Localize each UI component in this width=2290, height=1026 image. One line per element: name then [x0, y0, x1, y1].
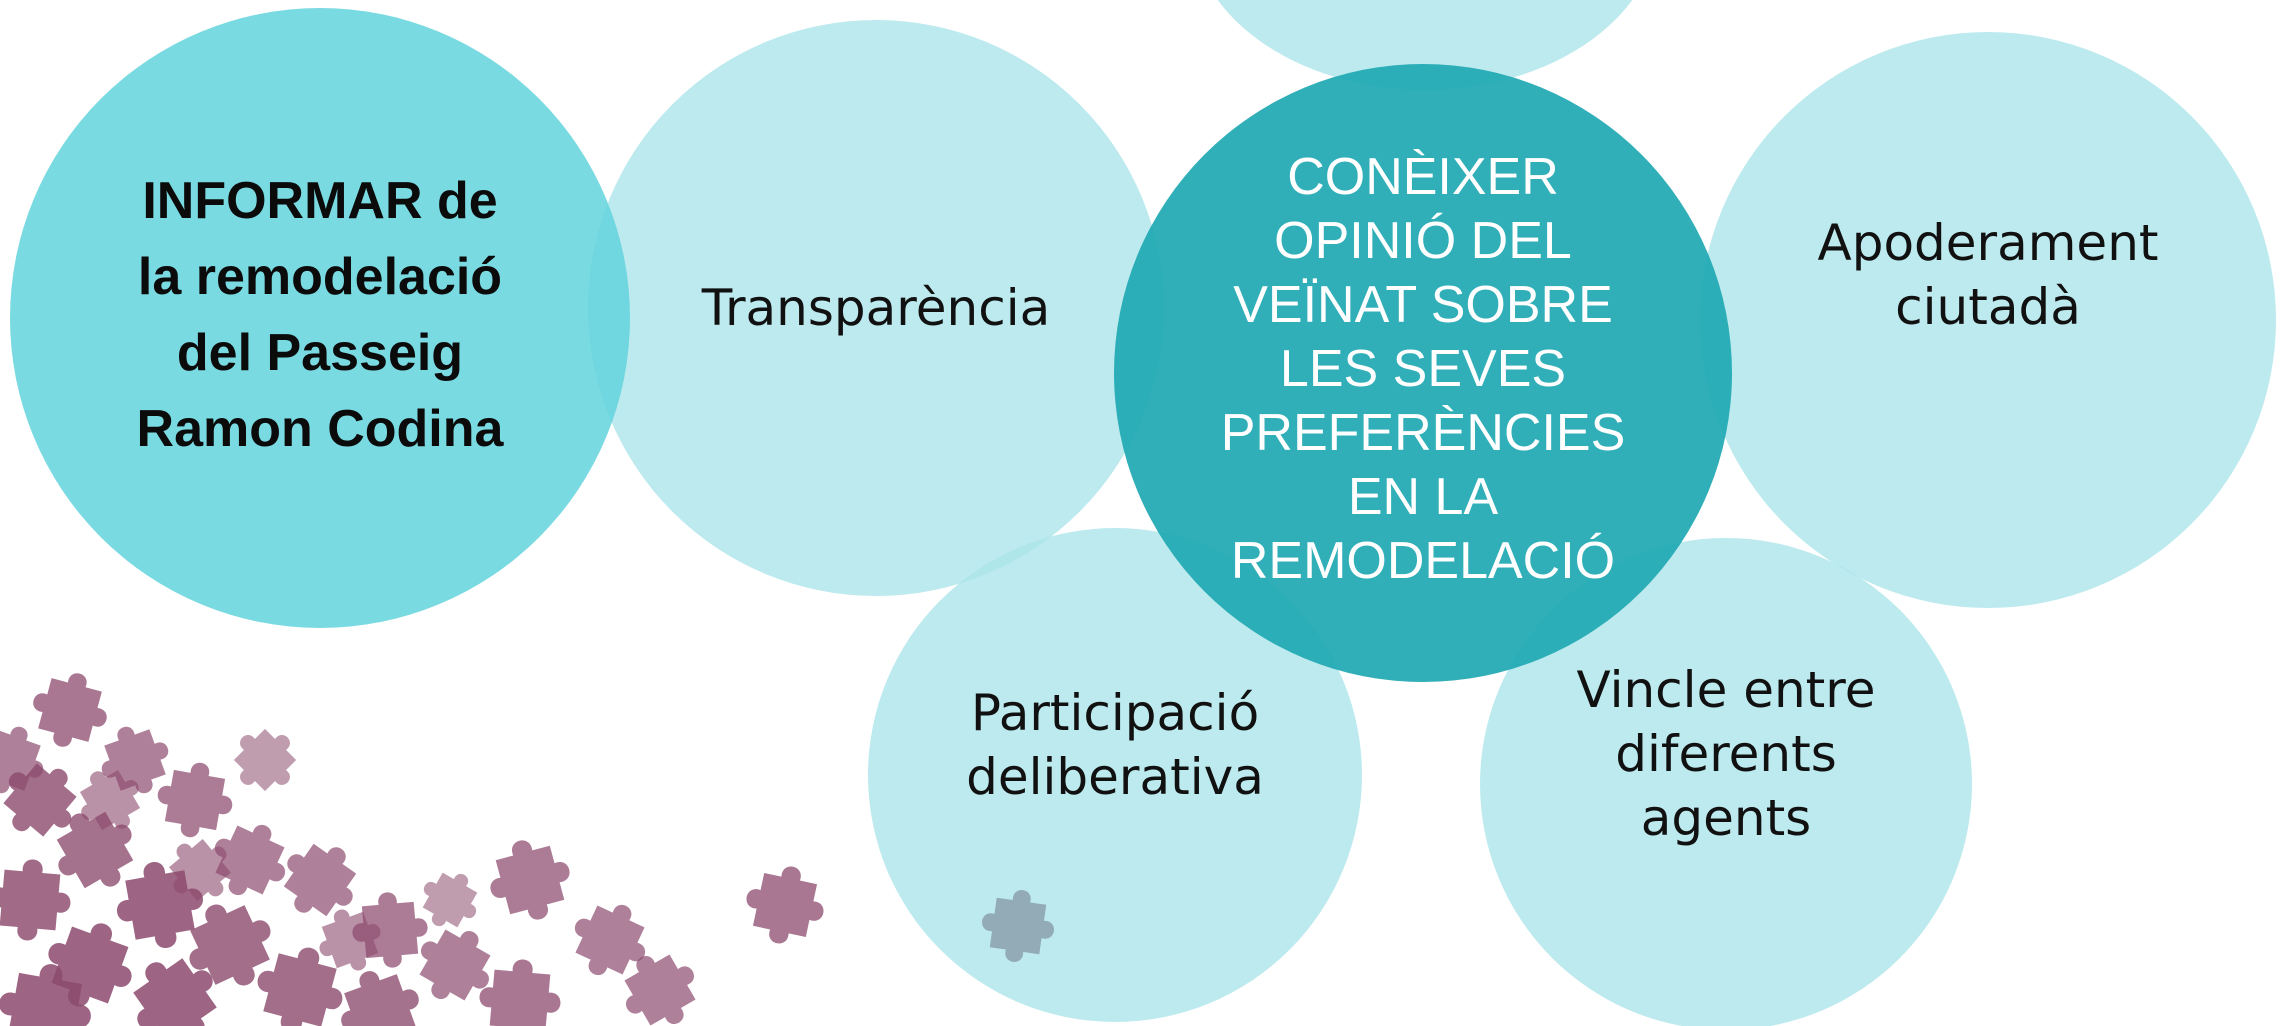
core-goal-label: CONÈIXER OPINIÓ DEL VEÏNAT SOBRE LES SEV…	[1220, 148, 1626, 590]
deliberative-label: Participació deliberativa	[966, 684, 1264, 806]
main-goal-circle: INFORMAR de la remodelació del Passeig R…	[10, 8, 630, 628]
main-goal-label: INFORMAR de la remodelació del Passeig R…	[136, 172, 504, 458]
transparency-circle: Transparència	[588, 20, 1164, 596]
empowerment-circle: Apoderament ciutadà	[1700, 32, 2276, 608]
link-label: Vincle entre diferents agents	[1576, 661, 1876, 847]
core-goal-circle: CONÈIXER OPINIÓ DEL VEÏNAT SOBRE LES SEV…	[1114, 64, 1732, 682]
transparency-label: Transparència	[701, 279, 1051, 337]
empowerment-label: Apoderament ciutadà	[1817, 214, 2159, 336]
